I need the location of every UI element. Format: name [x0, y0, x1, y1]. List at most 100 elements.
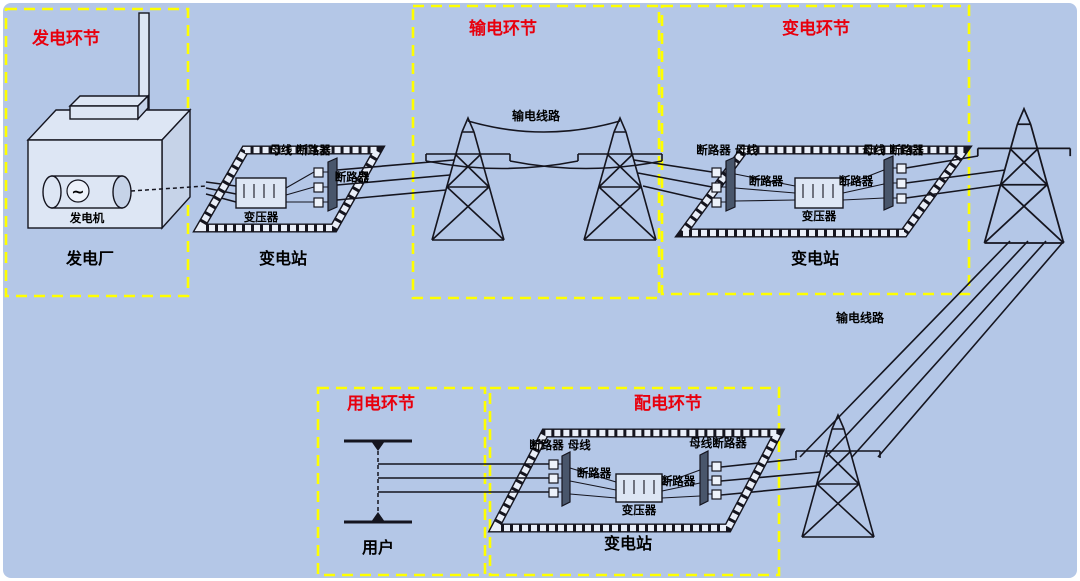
stage-box-distribution	[488, 386, 781, 577]
breaker-icon	[548, 459, 559, 470]
generator-symbol-circle	[66, 179, 90, 203]
platform-fence	[489, 429, 784, 532]
transformer-box	[235, 177, 287, 209]
consumer-name: 用户	[362, 538, 394, 557]
transformer-label: 变压器	[622, 503, 657, 517]
busbar-icon	[725, 156, 736, 212]
tower-to-substation-wires	[633, 159, 713, 203]
busbar-breaker-label: 母线 断路器	[269, 143, 331, 157]
transformer-left: 变压器	[235, 177, 287, 224]
breaker-busbar-label: 断路器 母线	[529, 438, 591, 452]
breaker-busbar-label: 断路器 母线	[696, 143, 758, 157]
breaker-label: 断路器	[577, 466, 612, 480]
busbar-icon	[699, 450, 709, 506]
conductor	[467, 120, 621, 133]
breaker-icon	[548, 473, 559, 484]
consumer-insulator-top	[371, 441, 385, 451]
generator-end-right	[112, 175, 132, 209]
breaker-icon	[313, 197, 324, 208]
substation-right-name: 变电站	[791, 249, 839, 268]
transformer-to-breaker-wires	[285, 171, 315, 203]
transformer-coil-icon	[802, 184, 834, 198]
conductor	[509, 160, 663, 170]
stage-label-distribution: 配电环节	[634, 393, 702, 414]
breaker-label: 断路器	[335, 170, 370, 184]
transformer-label: 变压器	[244, 210, 279, 224]
breaker-icon	[548, 487, 559, 498]
stage-label-transformation: 变电环节	[782, 18, 850, 39]
ac-wave-icon: ~	[71, 182, 84, 201]
stage-label-generation: 发电环节	[31, 28, 100, 49]
conductors-down	[799, 240, 1065, 458]
busbar-breaker-right-group	[699, 450, 722, 506]
transformer-to-busbar-wires	[842, 169, 885, 201]
substation-bottom-name: 变电站	[604, 534, 652, 553]
generator-end-left	[42, 175, 62, 209]
roof-slab-side	[137, 94, 149, 121]
busbar-icon	[883, 155, 894, 211]
power-plant: ~ 发电机 发电厂	[26, 12, 192, 268]
breaker-busbar-left-group	[711, 156, 736, 212]
substation-bottom: 变压器 断路器 母线 断路器 母线断路器 断路器 变电站	[378, 428, 786, 553]
busbar-to-breaker-ticks	[893, 167, 897, 199]
roof-slab-top	[68, 95, 150, 107]
platform-fence	[676, 146, 971, 237]
transformer-coil-icon	[623, 480, 655, 494]
stage-labels: 发电环节 输电环节 变电环节 用电环节 配电环节	[31, 18, 850, 414]
breaker-label: 断路器	[749, 174, 784, 188]
breaker-to-busbar-ticks	[708, 465, 712, 495]
substation-left-name: 变电站	[259, 249, 307, 268]
generator-label: 发电机	[69, 211, 105, 225]
substation-right: 变压器 断路器 母线 断路器 母线 断路器 断路器 变电站	[674, 143, 1006, 268]
stage-label-transmission: 输电环节	[469, 18, 537, 39]
consumers: 用户	[344, 439, 412, 557]
busbar-icon	[561, 451, 571, 507]
transmission-line-label-top: 输电线路	[512, 108, 561, 123]
breaker-icon	[711, 182, 722, 193]
breaker-icon	[711, 461, 722, 472]
transmission-right: 输电线路	[720, 107, 1072, 538]
transformer-to-busbar-wires	[569, 467, 617, 499]
busbar-to-transformer-wires	[661, 469, 701, 499]
busbar-icon	[327, 157, 338, 212]
substation-left: 变压器 母线 断路器 断路器 变电站	[192, 143, 455, 268]
generator: ~ 发电机	[42, 175, 132, 225]
transmission-line-label-right: 输电线路	[836, 310, 885, 325]
breaker-busbar-left-group	[548, 451, 571, 507]
breaker-icon	[896, 193, 907, 204]
stage-box-consumption	[316, 386, 487, 577]
transformer-box	[794, 177, 844, 209]
platform-frame	[192, 145, 386, 233]
conductor	[425, 160, 579, 170]
busbar-breaker-left	[313, 157, 338, 212]
roof-slab-front	[69, 105, 139, 120]
power-plant-name: 发电厂	[65, 249, 114, 268]
breaker-label: 断路器	[661, 474, 696, 488]
transformer-coil-icon	[243, 184, 275, 198]
busbar-breaker-label: 母线 断路器	[862, 143, 924, 157]
breaker-icon	[711, 197, 722, 208]
busbar-to-transformer-wires	[734, 173, 796, 202]
breaker-label: 断路器	[839, 174, 874, 188]
breaker-icon	[896, 163, 907, 174]
breaker-icon	[711, 489, 722, 500]
transformer-bottom: 变压器	[615, 473, 663, 517]
breaker-icon	[313, 182, 324, 193]
busbar-breaker-label: 母线断路器	[689, 436, 747, 450]
breaker-to-busbar-ticks	[721, 171, 726, 203]
breaker-icon	[711, 475, 722, 486]
generator-dashed-lead	[130, 185, 207, 192]
transformer-label: 变压器	[802, 209, 837, 223]
distribution-output-wires	[378, 463, 549, 493]
transformer-box	[615, 473, 663, 503]
breaker-icon	[313, 167, 324, 178]
transformer-right: 变压器	[794, 177, 844, 223]
stage-label-consumption: 用电环节	[347, 393, 415, 414]
consumer-insulator-bottom	[371, 512, 385, 522]
busbar-to-breaker-ticks	[558, 463, 562, 493]
busbar-breaker-right-group	[883, 155, 907, 211]
substation-output-wires	[336, 159, 455, 201]
breaker-icon	[896, 178, 907, 189]
substation-output-wires	[905, 155, 1006, 199]
